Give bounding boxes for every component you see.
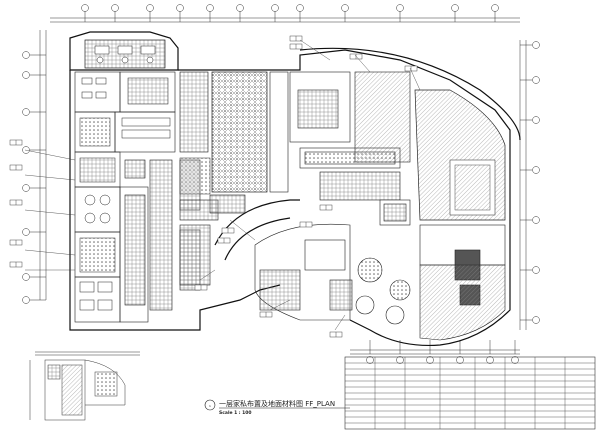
grid-bubble-icon [396,356,404,364]
grid-bubble-icon [296,4,304,12]
grid-bubble-icon [22,71,30,79]
grid-bubble-icon [532,166,540,174]
section-marker-icon [204,399,216,411]
upper-middle-hall [179,71,289,195]
grid-bubble-icon [206,4,214,12]
key-plan [29,351,140,421]
left-wing-rooms [74,71,176,323]
grid-bubble-icon [366,356,374,364]
grid-bubble-icon [111,4,119,12]
grid-bubble-icon [22,296,30,304]
drawing-scale: Scale 1 : 100 [219,410,252,416]
grid-bubble-icon [532,266,540,274]
drawing-title-block: 1 一层家私布置及地面材料图 FF_PLAN Scale 1 : 100 [204,399,350,416]
grid-bubble-icon [511,356,519,364]
left-dimension-line [39,30,47,300]
grid-bubble-icon [532,216,540,224]
bottom-dimension-line [350,349,520,355]
grid-bubble-icon [22,108,30,116]
drawing-title: 一层家私布置及地面材料图 FF_PLAN [219,399,335,408]
grid-bubble-icon [396,4,404,12]
grid-bubble-icon [81,4,89,12]
section-marker-number: 1 [209,404,211,408]
left-grid-bubbles [22,51,46,304]
grid-bubble-icon [22,184,30,192]
right-wing [414,89,506,341]
grid-bubble-icon [532,76,540,84]
leader-lines [24,39,421,331]
right-grid-bubbles [520,41,540,324]
grid-bubble-icon [532,41,540,49]
central-lobby [289,71,411,201]
grid-bubble-icon [426,356,434,364]
grid-bubble-icon [486,356,494,364]
grid-bubble-icon [22,273,30,281]
grid-bubble-icon [271,4,279,12]
grid-bubble-icon [22,228,30,236]
top-grid-bubbles [81,4,499,22]
grid-bubble-icon [456,356,464,364]
left-wing-furniture [79,77,171,311]
grid-bubble-icon [22,51,30,59]
middle-banquet-block [179,194,246,286]
top-dimension-line [50,17,520,23]
section-callout-tags [9,35,418,338]
grid-bubble-icon [491,4,499,12]
grid-bubble-icon [532,116,540,124]
grid-bubble-icon [341,4,349,12]
grid-bubble-icon [451,4,459,12]
top-left-lounge [84,39,166,69]
materials-schedule-table [344,356,596,430]
grid-bubble-icon [176,4,184,12]
right-dimension-line [519,40,527,330]
grid-bubble-icon [532,316,540,324]
grid-bubble-icon [146,4,154,12]
lower-dining-area [254,199,411,325]
bottom-grid-bubbles [366,340,519,364]
grid-bubble-icon [236,4,244,12]
